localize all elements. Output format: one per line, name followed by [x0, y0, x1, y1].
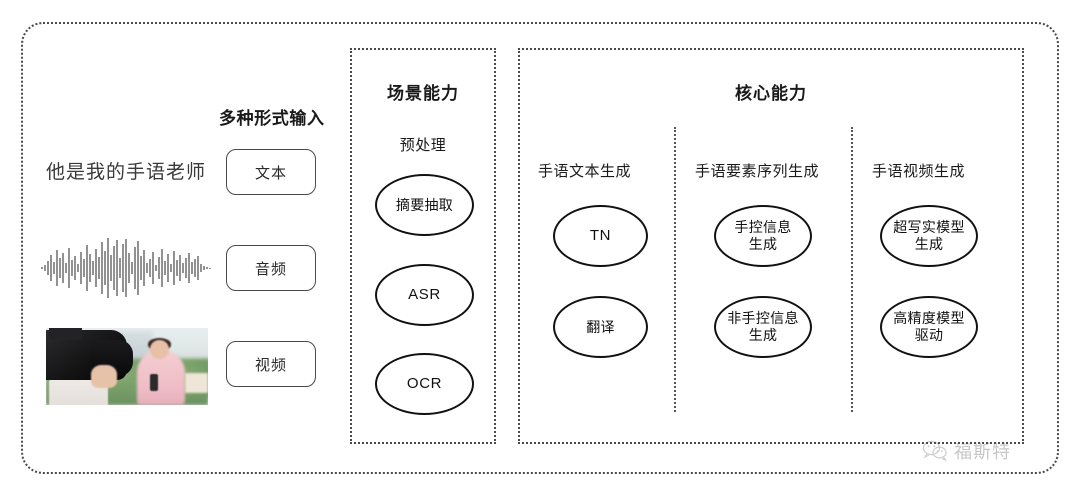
sample-sentence-text: 他是我的手语老师	[46, 162, 207, 183]
core-column-divider-1	[674, 127, 676, 412]
input-chip-text-label: 文本	[254, 164, 287, 182]
wechat-icon	[922, 440, 948, 462]
scene-capability-section: 场景能力 预处理 摘要抽取 ASR OCR	[350, 48, 496, 444]
core-group-label-sign-element-sequence-generation: 手语要素序列生成	[695, 163, 820, 180]
core-capability-title: 核心能力	[735, 84, 807, 103]
core-group-label-sign-text-generation: 手语文本生成	[538, 163, 632, 180]
input-chip-video[interactable]: 视频	[226, 341, 316, 387]
core-group-label-sign-video-generation: 手语视频生成	[872, 163, 966, 180]
scene-capability-title: 场景能力	[387, 84, 459, 103]
outer-frame	[21, 22, 1059, 474]
audio-waveform-icon	[41, 238, 211, 298]
video-thumbnail	[46, 328, 208, 405]
watermark: 福斯特	[922, 438, 1011, 464]
core-column-divider-2	[851, 127, 853, 412]
node-manual-info-generation[interactable]: 手控信息 生成	[714, 205, 812, 267]
scene-group-label-preprocess: 预处理	[399, 137, 447, 154]
node-tn[interactable]: TN	[553, 205, 648, 267]
input-chip-audio[interactable]: 音频	[226, 245, 316, 291]
node-hyperrealistic-model-generation[interactable]: 超写实模型 生成	[880, 205, 978, 267]
node-summary-extraction[interactable]: 摘要抽取	[375, 174, 474, 236]
input-section-heading: 多种形式输入	[219, 109, 325, 128]
input-chip-text[interactable]: 文本	[226, 149, 316, 195]
input-chip-audio-label: 音频	[254, 260, 287, 278]
core-capability-section: 核心能力 手语文本生成 TN 翻译 手语要素序列生成 手控信息 生成 非手控信息…	[518, 48, 1024, 444]
input-chip-video-label: 视频	[254, 356, 287, 374]
node-translation[interactable]: 翻译	[553, 296, 648, 358]
watermark-text: 福斯特	[954, 442, 1011, 462]
node-asr[interactable]: ASR	[375, 264, 474, 326]
node-ocr[interactable]: OCR	[375, 353, 474, 415]
node-non-manual-info-generation[interactable]: 非手控信息 生成	[714, 296, 812, 358]
node-high-precision-model-driving[interactable]: 高精度模型 驱动	[880, 296, 978, 358]
